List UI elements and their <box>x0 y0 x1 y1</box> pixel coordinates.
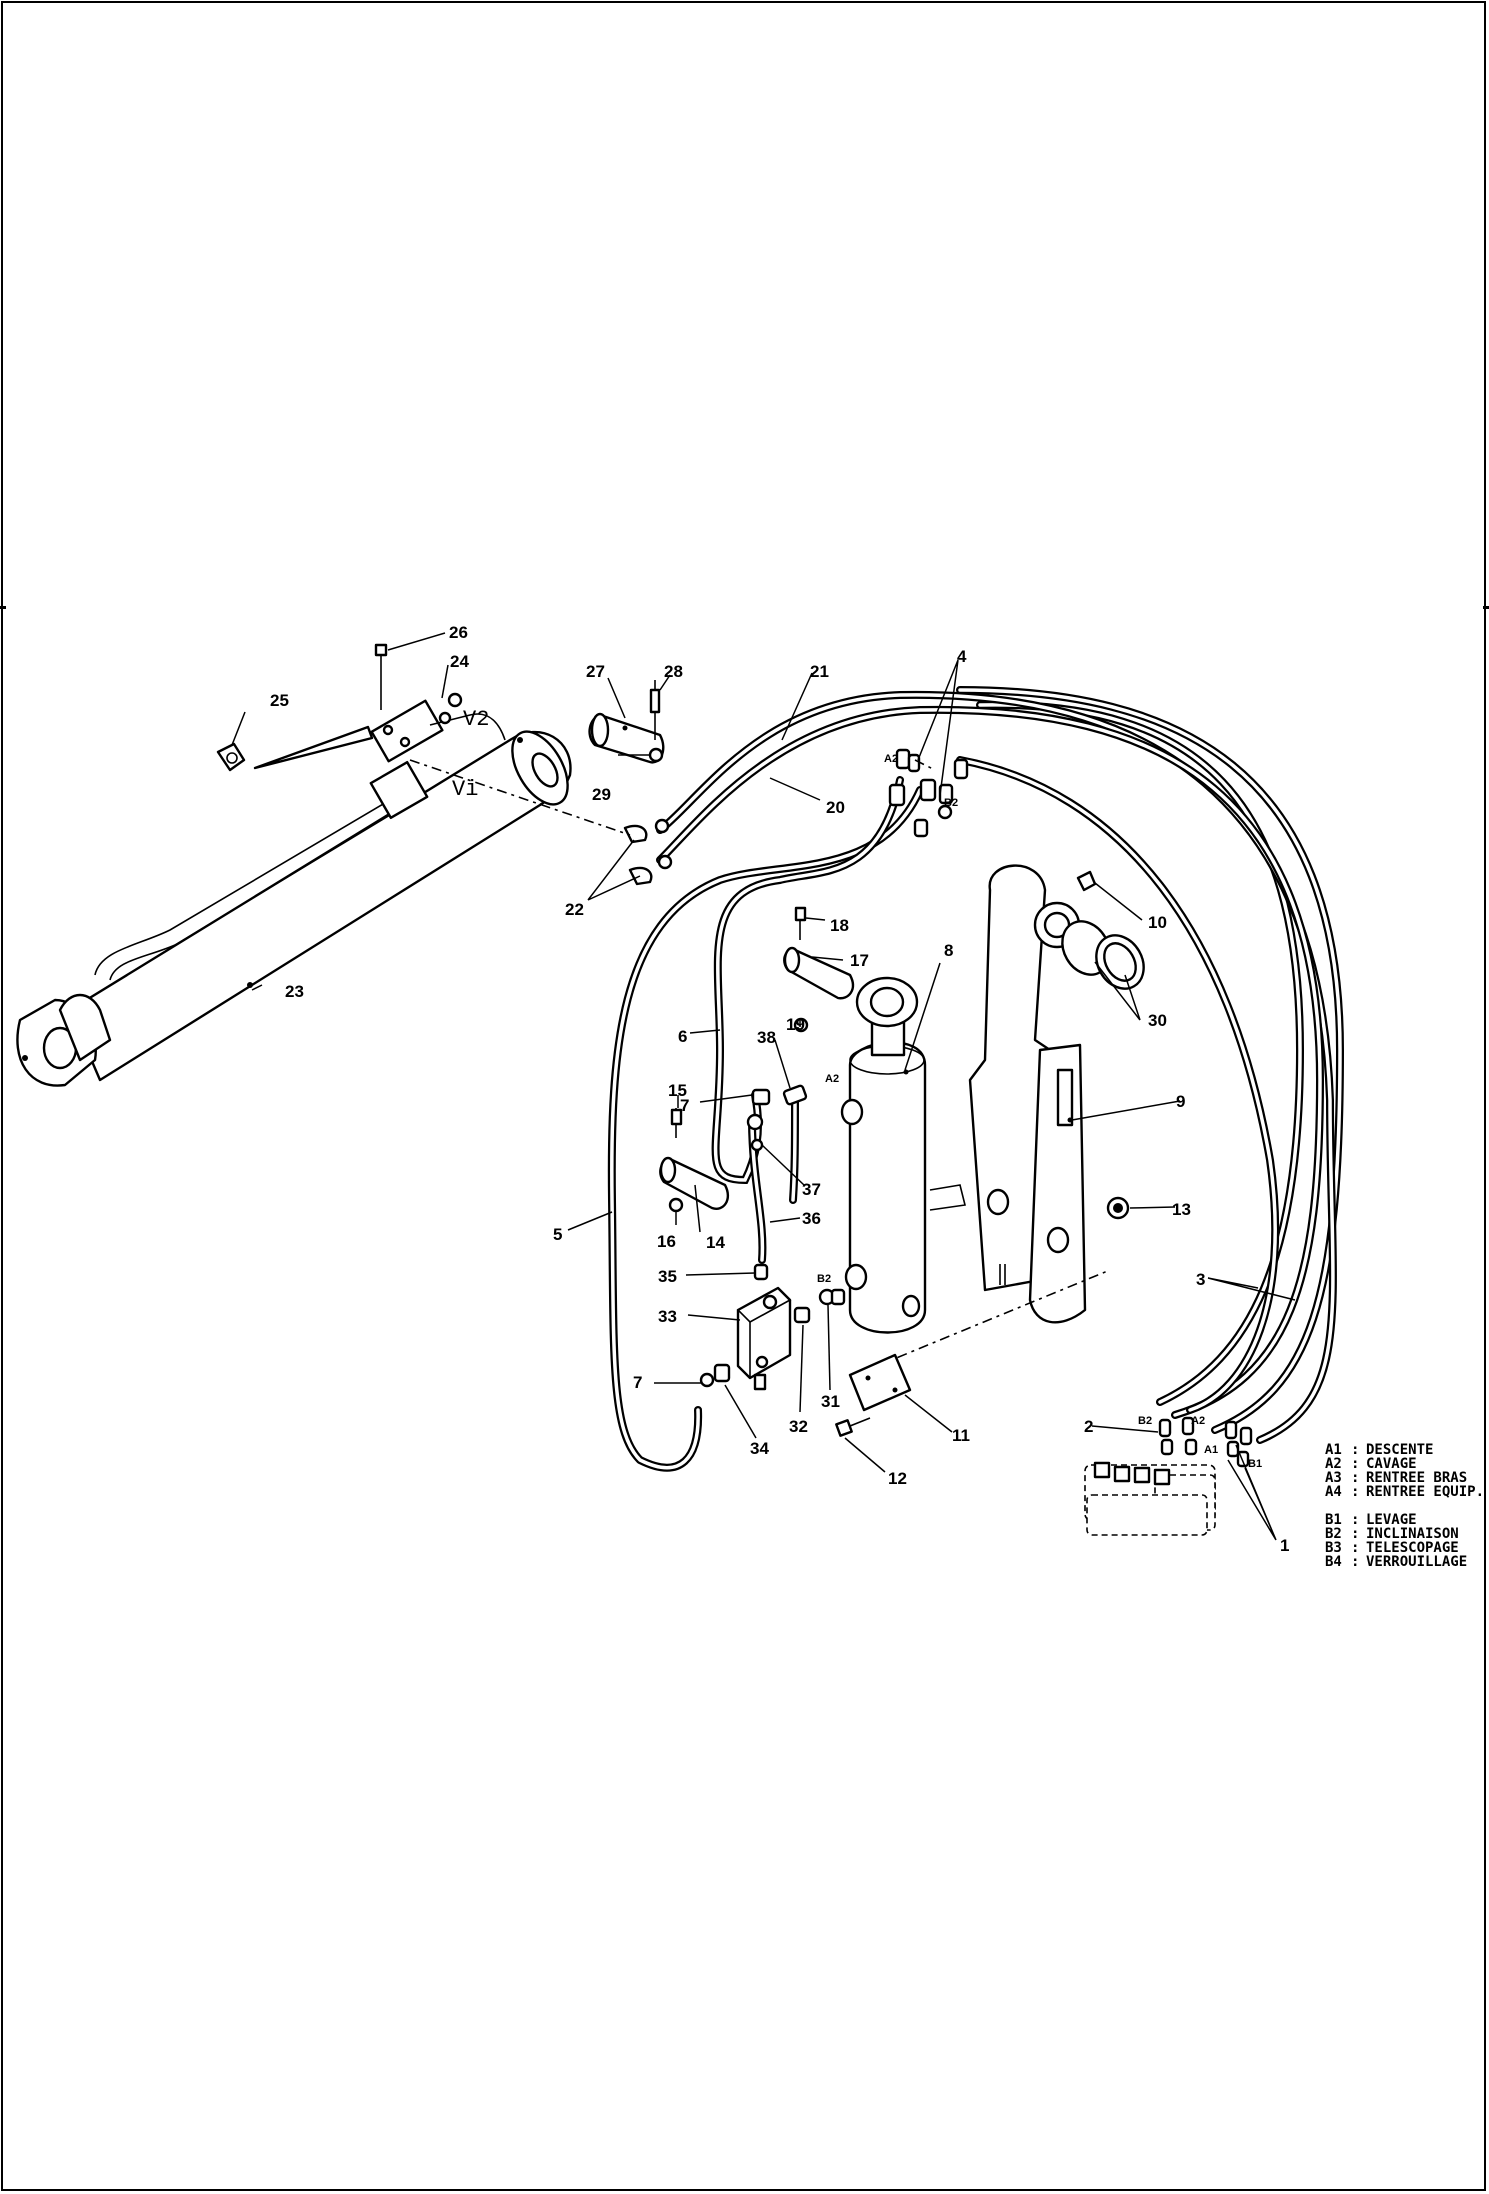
callout-17: 17 <box>850 951 869 970</box>
right-margin-tick <box>1483 606 1489 609</box>
callout-20: 20 <box>826 798 845 817</box>
valve-block-24 <box>382 692 463 748</box>
hose-6 <box>711 776 904 1185</box>
legend-b-row: B3:TELESCOPAGE <box>1325 1540 1459 1556</box>
port-legend: A1:DESCENTE A2:CAVAGE A3:RENTREE BRAS A4… <box>1325 1442 1484 1570</box>
grease-nipple-10 <box>1076 870 1097 892</box>
callout-6: 6 <box>678 1027 687 1046</box>
hose-36 <box>748 1096 799 1264</box>
port-a2-mid: A2 <box>825 1073 839 1085</box>
callout-38: 38 <box>757 1028 776 1047</box>
callout-32: 32 <box>789 1417 808 1436</box>
legend-b-row: B1:LEVAGE <box>1325 1512 1417 1528</box>
fittings-upper <box>746 1084 808 1152</box>
callout-5: 5 <box>553 1225 562 1244</box>
callout-11: 11 <box>952 1426 970 1445</box>
legend-b-row: B4:VERROUILLAGE <box>1325 1554 1467 1570</box>
callout-12: 12 <box>888 1469 907 1488</box>
legend-a-row: A2:CAVAGE <box>1325 1456 1417 1472</box>
centerline-22 <box>409 759 631 836</box>
lift-cylinder-23 <box>16 699 572 1087</box>
callout-27: 27 <box>586 662 605 681</box>
callout-35: 35 <box>658 1267 677 1286</box>
hose-set-3 <box>956 686 1345 1434</box>
plug-25 <box>216 725 374 772</box>
distributor-valve-bank <box>1084 1416 1253 1536</box>
port-a2-top: A2 <box>884 753 898 765</box>
callout-25: 25 <box>270 691 289 710</box>
bushings-30 <box>1061 920 1145 990</box>
left-margin-tick <box>0 606 6 609</box>
callout-2: 2 <box>1084 1417 1093 1436</box>
callout-31: 31 <box>821 1392 840 1411</box>
bolt-26 <box>374 643 388 710</box>
hose-20 <box>656 705 1325 1419</box>
valve-label-v1: Vi <box>452 777 478 802</box>
callout-13: 13 <box>1172 1200 1191 1219</box>
fittings-22 <box>623 818 673 886</box>
arm-9 <box>854 864 1111 1376</box>
fittings-lower <box>699 1288 846 1388</box>
pin-17 <box>783 906 855 1033</box>
callout-30: 30 <box>1148 1011 1167 1030</box>
port-a1-valve: A1 <box>1204 1444 1218 1456</box>
callout-33: 33 <box>658 1307 677 1326</box>
callout-37: 37 <box>802 1180 821 1199</box>
legend-a-row: A1:DESCENTE <box>1325 1442 1433 1458</box>
leader-lines <box>231 632 1296 1541</box>
legend-a-row: A4:RENTREE EQUIP. <box>1325 1484 1484 1500</box>
cylinder-8 <box>840 976 927 1334</box>
port-b2-valve: B2 <box>1138 1415 1152 1427</box>
callout-15: 15 <box>668 1081 687 1100</box>
callout-36: 36 <box>802 1209 821 1228</box>
port-b1-valve: B1 <box>1248 1458 1262 1470</box>
callout-18: 18 <box>830 916 849 935</box>
pin-14 <box>659 1108 730 1213</box>
callout-10: 10 <box>1148 913 1167 932</box>
callout-28: 28 <box>664 662 683 681</box>
callout-7-lower: 7 <box>633 1373 642 1392</box>
callout-16: 16 <box>657 1232 676 1251</box>
callout-26: 26 <box>449 623 468 642</box>
nut-13 <box>1106 1196 1130 1220</box>
fittings-4 <box>888 748 969 838</box>
callout-8: 8 <box>944 941 953 960</box>
plate-11 <box>835 1353 912 1437</box>
hose-5 <box>607 786 924 1472</box>
hose-top-run <box>956 756 1280 1414</box>
callout-19: 19 <box>786 1015 805 1034</box>
callout-22: 22 <box>565 900 584 919</box>
port-labels: A2 B2 A2 B2 B2 A2 A1 B1 <box>817 753 1262 1470</box>
callout-7-upper: 7 <box>680 1096 689 1115</box>
callout-14: 14 <box>706 1233 725 1252</box>
callout-3: 3 <box>1196 1270 1205 1289</box>
callout-24: 24 <box>450 652 469 671</box>
port-b2-top: B2 <box>944 797 958 809</box>
legend-a-row: A3:RENTREE BRAS <box>1325 1470 1467 1486</box>
pin-27 <box>588 680 665 764</box>
port-a2-valve: A2 <box>1191 1415 1205 1427</box>
callout-21: 21 <box>810 662 829 681</box>
valve-label-v2: V2 <box>463 707 489 732</box>
callout-1: 1 <box>1280 1536 1289 1555</box>
callout-34: 34 <box>750 1439 769 1458</box>
legend-b-row: B2:INCLINAISON <box>1325 1526 1459 1542</box>
callout-29: 29 <box>592 785 611 804</box>
port-b2-mid: B2 <box>817 1273 831 1285</box>
callout-9: 9 <box>1176 1092 1185 1111</box>
callout-labels: 1 2 3 4 5 6 7 7 8 9 10 11 12 13 14 15 16… <box>270 623 1289 1555</box>
valve-33 <box>736 1263 792 1391</box>
callout-23: 23 <box>285 982 304 1001</box>
callout-4: 4 <box>957 647 967 666</box>
